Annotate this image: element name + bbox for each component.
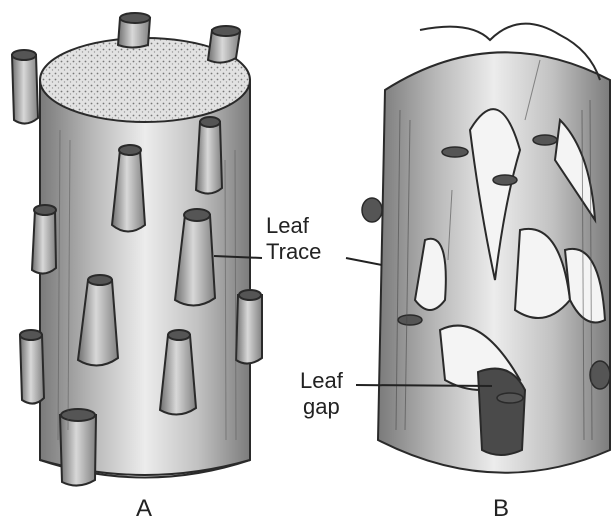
panel-label-b: B <box>493 496 509 522</box>
leaf-trace-label: Leaf Trace <box>266 213 321 265</box>
leaf-gap-label: Leaf gap <box>300 368 343 420</box>
leaf-gap-leader <box>356 385 492 386</box>
stele-a <box>12 13 262 486</box>
stele-b <box>362 24 610 473</box>
leaf-trace-label-line1: Leaf <box>266 213 321 239</box>
leaf-trace-leader-right <box>346 258 382 265</box>
leaf-gap-label-line1: Leaf <box>300 368 343 394</box>
panel-label-a: A <box>136 496 152 522</box>
leaf-gap-label-line2: gap <box>300 394 343 420</box>
leaf-trace-label-line2: Trace <box>266 239 321 265</box>
